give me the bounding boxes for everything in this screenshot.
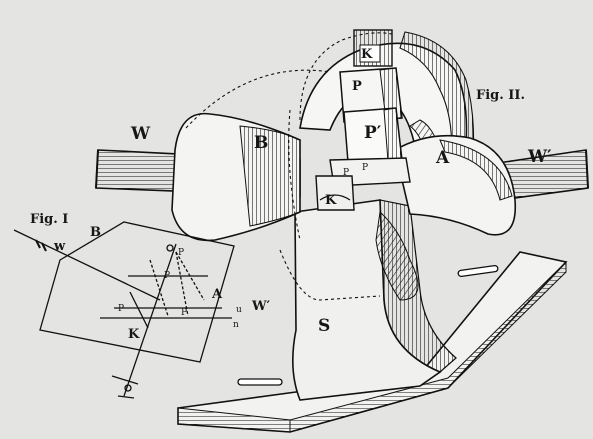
label-fig1-u: u (236, 305, 242, 315)
label-fig1-b: B (90, 225, 101, 240)
label-block-p-prime: P′ (364, 123, 382, 143)
label-block-p-small-2: P (362, 163, 369, 173)
fig-1-quadrilateral (39, 221, 235, 363)
label-fig1-k: K (128, 327, 140, 342)
label-fig1-p-left: P (118, 304, 125, 314)
label-fork-b: B (254, 133, 269, 153)
label-fork-a: A (436, 148, 450, 168)
label-block-k-lower: K (325, 193, 337, 208)
pedestal-support (292, 199, 457, 401)
label-fig1-n: n (233, 320, 239, 330)
label-shaft-w: W (131, 124, 151, 144)
construction-lines (185, 32, 393, 301)
base-plate (177, 251, 568, 433)
label-block-p: P (352, 79, 362, 94)
label-support-s: S (318, 316, 331, 336)
label-fig1-a: A (212, 287, 223, 302)
block-k-lower (315, 175, 355, 211)
label-block-p-small-1: P (343, 168, 350, 178)
block-stack (315, 29, 411, 211)
base-slot-back (457, 264, 499, 278)
label-fig1-p-top: P (178, 248, 185, 258)
fork-a (375, 134, 517, 301)
base-slot-front (237, 378, 283, 386)
fork-b (171, 112, 301, 242)
label-fig1-w-prime: W′ (252, 299, 271, 314)
fig-1-axis-w (13, 229, 161, 301)
fig-1-axis-k (123, 243, 177, 397)
label-fig1-p-right: P (181, 308, 188, 318)
fig-1-diagram (13, 221, 235, 399)
label-shaft-w-prime: W′ (528, 147, 552, 167)
label-fig1-w: w (54, 239, 66, 254)
block-k-top (359, 44, 381, 63)
label-fig-2: Fig. II. (476, 88, 525, 103)
label-block-k-top: K (361, 47, 373, 62)
label-fig-1: Fig. I (30, 212, 69, 227)
label-fig1-p-mid: P (164, 271, 171, 281)
